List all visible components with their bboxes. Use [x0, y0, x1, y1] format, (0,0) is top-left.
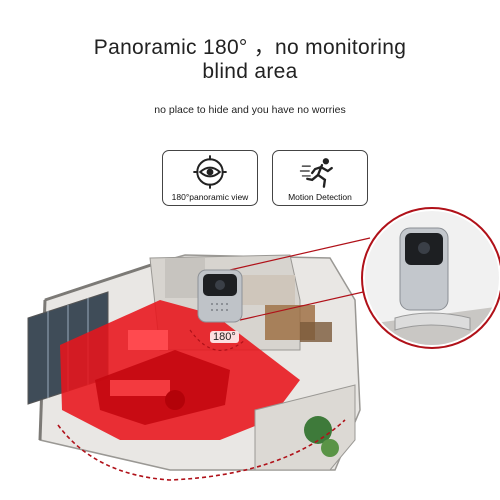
headline-line-2: blind area	[202, 60, 298, 83]
panoramic-view-card: 180°panoramic view	[162, 150, 258, 206]
headline-line-1: Panoramic 180° ，no monitoring	[93, 36, 407, 59]
motion-detection-card: Motion Detection	[272, 150, 368, 206]
panoramic-arc	[57, 419, 346, 481]
feature-label-motion: Motion Detection	[288, 192, 352, 202]
doorbell-device	[197, 269, 243, 323]
running-person-icon	[299, 158, 333, 188]
feature-label-panoramic: 180°panoramic view	[171, 192, 249, 202]
zoom-connector	[229, 237, 373, 321]
eye-target-icon	[193, 155, 227, 189]
zoom-bubble	[361, 207, 500, 349]
device-arc	[189, 329, 246, 351]
subtitle: no place to hide and you have no worries	[154, 104, 346, 116]
coverage-zone	[60, 300, 300, 440]
terrace	[254, 384, 356, 471]
angle-badge: 180°	[210, 331, 239, 343]
